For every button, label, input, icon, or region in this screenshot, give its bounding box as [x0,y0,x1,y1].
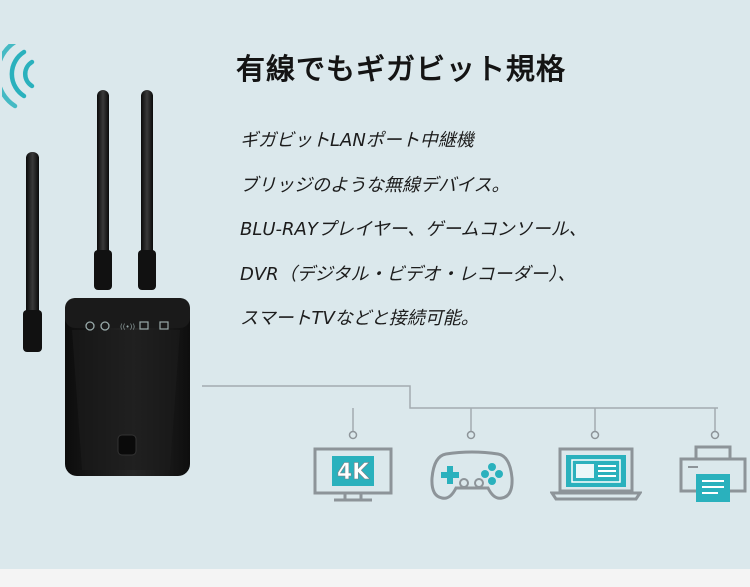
antenna [94,90,112,290]
laptop-icon [550,447,642,501]
wifi-signal-icon [2,44,35,109]
svg-text:((•)): ((•)) [120,323,135,331]
tv-badge-text: 4K [337,460,370,485]
antenna [138,90,156,290]
bottom-strip [0,569,750,587]
connection-lines [202,385,720,440]
tv-4k-icon: 4K [313,447,393,502]
feature-list: ギガビットLANポート中継機 ブリッジのような無線デバイス。 BLU-RAYプレ… [240,129,740,352]
feature-item: BLU-RAYプレイヤー、ゲームコンソール、 [240,219,587,240]
feature-item: スマートTVなどと接続可能。 [240,308,479,329]
feature-item: ブリッジのような無線デバイス。 [240,174,510,196]
feature-item: ギガビットLANポート中継機 [240,130,474,151]
game-controller-icon [430,450,514,500]
page-title: 有線でもギガビット規格 [236,52,567,86]
router-image: ((•)) [23,90,190,476]
printer-icon [679,445,747,502]
feature-item: DVR（デジタル・ビデオ・レコーダー）、 [240,263,576,285]
antenna [23,152,42,352]
